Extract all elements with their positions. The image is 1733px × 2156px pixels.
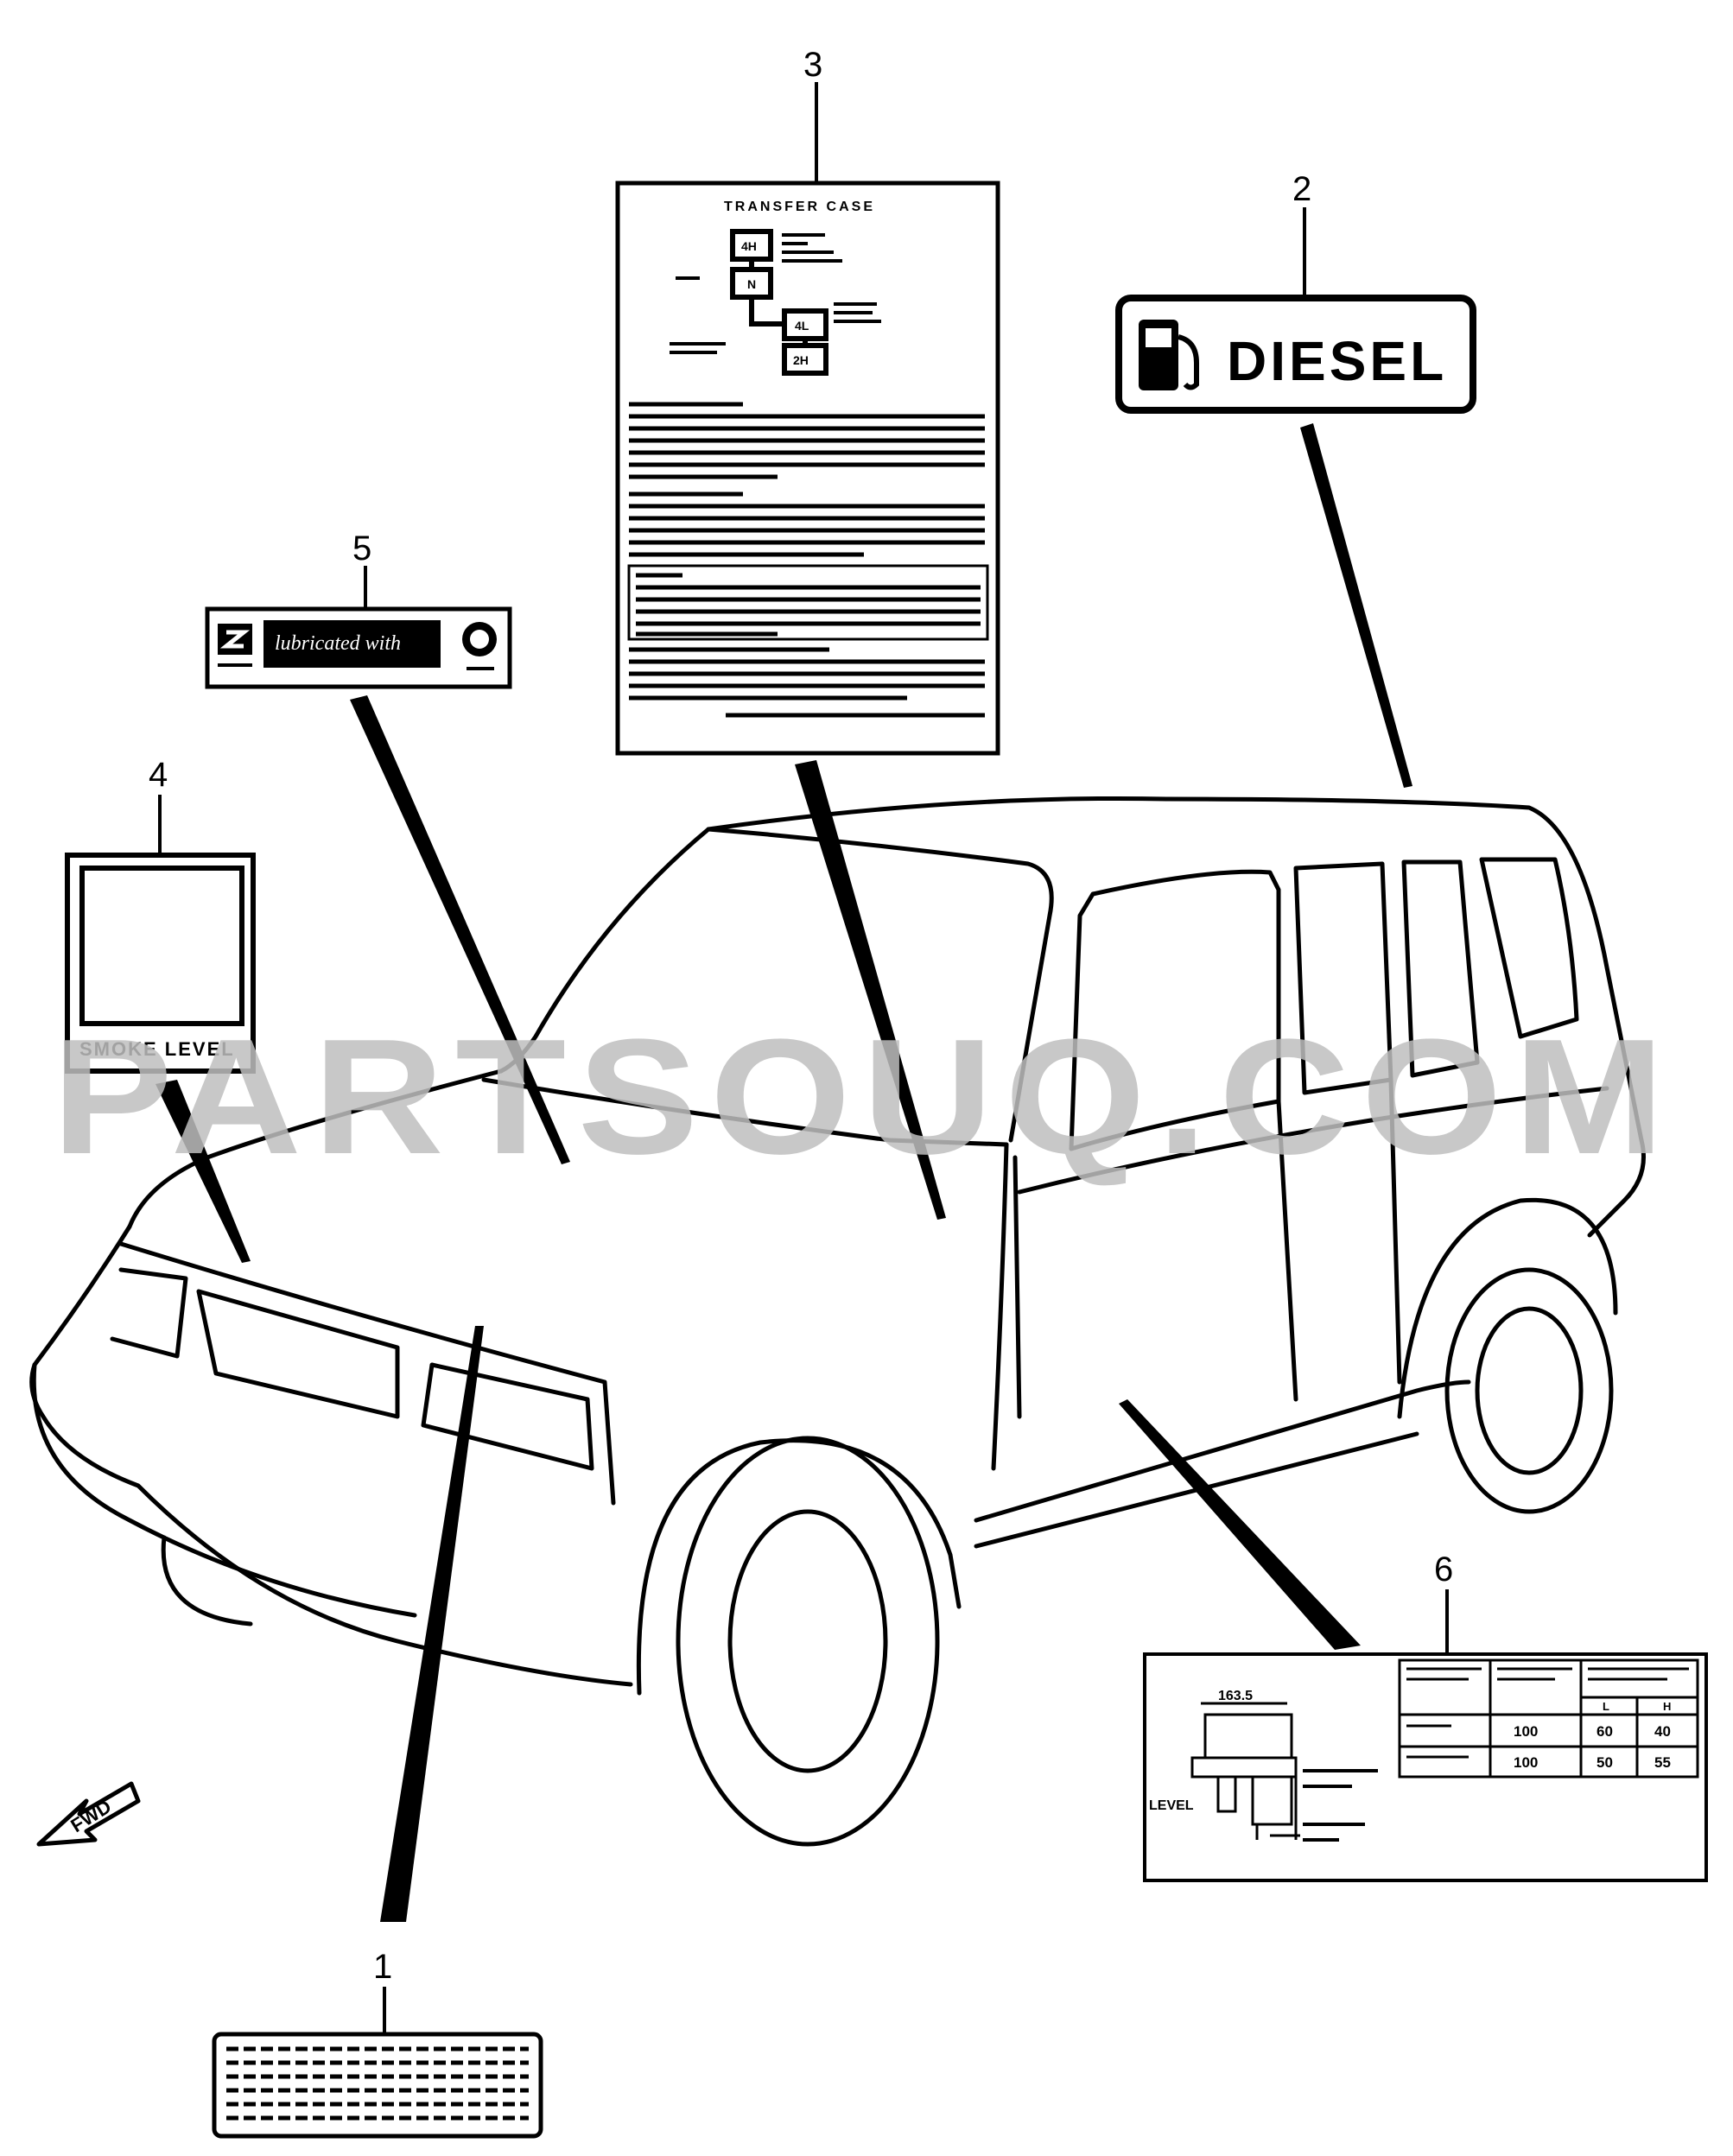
level-text: LEVEL (1149, 1798, 1194, 1813)
emission-info-text (226, 2046, 529, 2121)
table-r1c3: 60 (1597, 1723, 1613, 1740)
callout-1: 1 (373, 1948, 392, 1986)
transfer-case-fine-print (670, 233, 881, 354)
table-h1: L (1603, 1700, 1609, 1713)
smoke-level-text: SMOKE LEVEL (79, 1038, 235, 1060)
shell-logo-icon (462, 622, 497, 670)
table-r2c3: 50 (1597, 1754, 1613, 1771)
lubricated-with-text: lubricated with (275, 632, 401, 655)
table-r1c4: 40 (1654, 1723, 1671, 1740)
callout-6: 6 (1434, 1550, 1453, 1588)
vehicle-outline (29, 796, 1646, 1847)
shift-2h: 2H (793, 353, 809, 367)
label-smoke-level: SMOKE LEVEL (65, 853, 256, 1074)
table-r2c2: 100 (1514, 1754, 1538, 1771)
label-lubricated-with: lubricated with (205, 606, 512, 689)
table-h2: H (1663, 1700, 1671, 1713)
shift-4l: 4L (795, 319, 809, 333)
transfer-case-title: TRANSFER CASE (724, 200, 875, 214)
diesel-text: DIESEL (1227, 330, 1447, 392)
label-transfer-case: TRANSFER CASE 4H N 4L 2H (615, 181, 1000, 756)
label-diesel: DIESEL (1115, 295, 1476, 414)
label-level-table: 163.5 LEVEL L H 100 60 40 100 50 55 (1143, 1652, 1708, 1882)
fuel-pump-icon (1139, 320, 1199, 390)
suzuki-logo-icon (218, 624, 252, 667)
transfer-case-paragraphs (629, 402, 985, 718)
level-table-header-text (1406, 1667, 1689, 1759)
callout-2: 2 (1292, 170, 1311, 208)
leader-lines (156, 423, 1412, 1922)
level-table-notes (1303, 1769, 1378, 1842)
fwd-arrow-icon: FWD (36, 1781, 141, 1847)
watermark: PARTSOUQ.COM (52, 1005, 1676, 1189)
table-r2c4: 55 (1654, 1754, 1671, 1771)
label-emission-info (212, 2032, 543, 2139)
shift-4h: 4H (741, 239, 757, 253)
callout-numbers (158, 82, 1449, 2039)
callout-3: 3 (803, 46, 822, 84)
callout-5: 5 (352, 529, 371, 568)
table-r1c2: 100 (1514, 1723, 1538, 1740)
dim-163: 163.5 (1218, 1689, 1253, 1703)
shift-n: N (747, 277, 756, 291)
callout-4: 4 (149, 756, 168, 794)
